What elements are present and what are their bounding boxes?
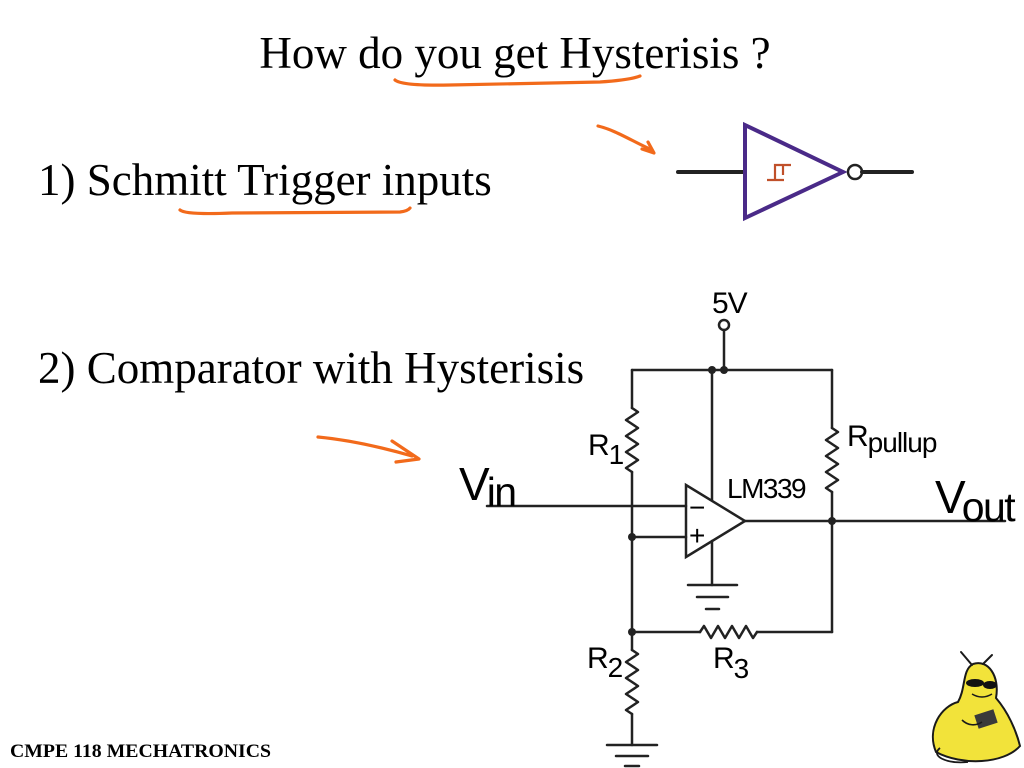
annotations: [178, 74, 656, 464]
comparator-pointer-arrow-icon: [316, 435, 421, 464]
mascot-tail: [936, 747, 969, 764]
bullet-comparator-hysteresis: 2) Comparator with Hysterisis: [38, 343, 584, 393]
schmitt-pointer-arrow-icon: [596, 124, 656, 155]
vin-label: Vin: [459, 458, 516, 515]
noninverting-input-sign: +: [689, 520, 705, 551]
r3-subscript: 3: [734, 653, 749, 684]
course-footer: CMPE 118 MECHATRONICS: [10, 741, 271, 762]
mascot-body: [931, 662, 1022, 763]
vout-subscript: out: [962, 484, 1017, 530]
supply-label: 5V: [712, 287, 748, 320]
r1-label: R1: [588, 429, 624, 470]
comparator-opamp-icon: [684, 482, 748, 560]
mascot-arm: [961, 719, 983, 726]
r2-label: R2: [587, 642, 623, 683]
r2-letter: R: [587, 642, 608, 675]
inverting-input-sign: −: [689, 492, 705, 523]
pullup-letter: R: [847, 420, 868, 453]
bullet-schmitt-trigger: 1) Schmitt Trigger inputs: [38, 155, 492, 205]
r2-subscript: 2: [608, 652, 623, 683]
hysteresis-glyph-icon: [767, 163, 791, 182]
comparator-circuit: 5V R1 R2 R3: [459, 287, 1018, 768]
mascot-smile: [971, 693, 993, 698]
r3-resistor: [698, 624, 759, 640]
slide-title: How do you get Hysterisis ?: [259, 28, 770, 78]
r1-subscript: 1: [609, 439, 624, 470]
vout-letter: V: [935, 471, 966, 523]
mascot-sunglasses-right: [983, 681, 997, 689]
supply-terminal: [717, 318, 731, 332]
vin-letter: V: [459, 458, 490, 510]
pullup-resistor: [824, 426, 840, 494]
gate-triangle: [743, 121, 848, 222]
inversion-bubble: [846, 163, 864, 181]
r2-resistor: [624, 648, 640, 716]
vin-subscript: in: [487, 469, 516, 515]
r1-letter: R: [588, 429, 609, 462]
vout-label: Vout: [935, 471, 1016, 530]
ground-icon: [686, 583, 739, 611]
r3-label: R3: [713, 642, 749, 684]
mascot-antennae: [960, 651, 993, 666]
chip-label: LM339: [727, 473, 806, 504]
pullup-subscript: pullup: [868, 427, 937, 458]
mascot-sunglasses-left: [966, 679, 984, 687]
junction-dot: [720, 366, 728, 374]
r1-resistor: [624, 406, 640, 474]
ground-icon: [605, 743, 659, 768]
banana-slug-mascot-icon: [931, 651, 1022, 764]
trigger-inputs-underline: [178, 206, 412, 216]
title-underline: [393, 74, 642, 87]
schmitt-trigger-inverter-icon: [676, 121, 914, 222]
pullup-label: Rpullup: [847, 420, 937, 458]
r3-letter: R: [713, 642, 734, 675]
